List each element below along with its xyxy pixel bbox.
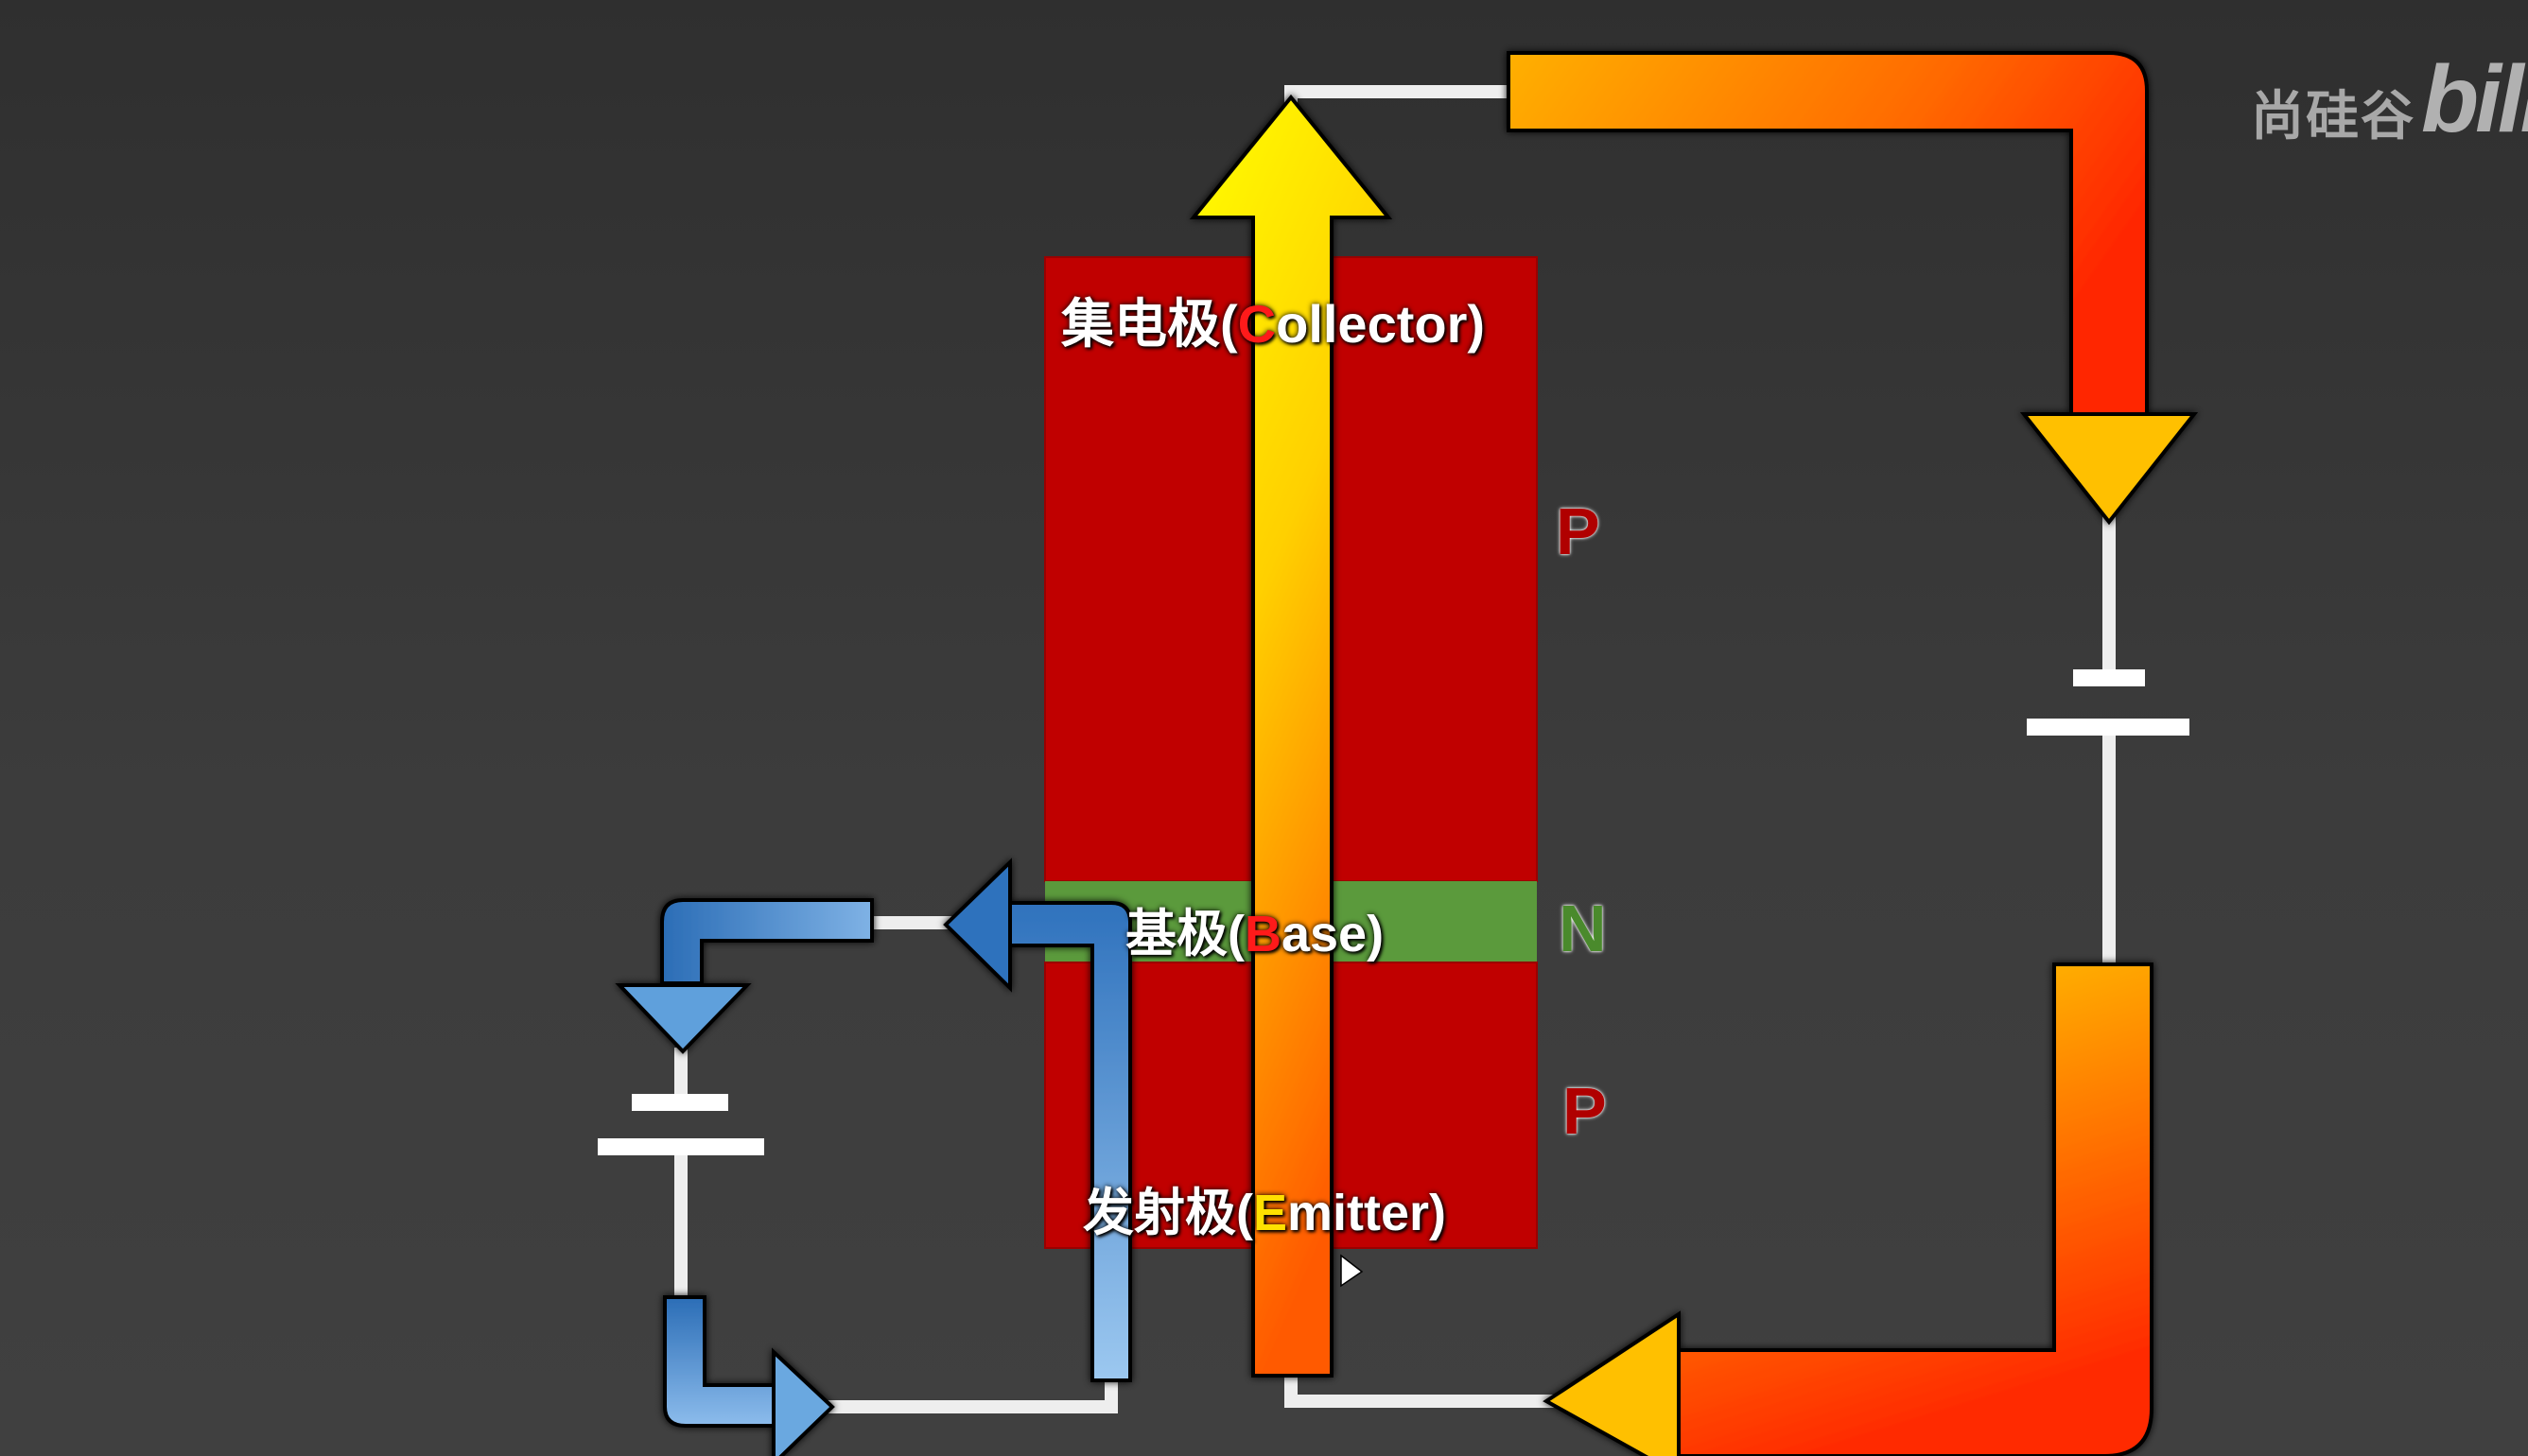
main-current-arrow: [1189, 94, 1393, 1378]
battery-left-long-plate: [598, 1138, 764, 1155]
emitter-label: 发射极(Emitter): [1083, 1170, 1446, 1245]
collector-current-loop: [1189, 51, 2199, 1456]
wire-emitter-left-bottom: [816, 1374, 1118, 1413]
collector-label: 集电极(Collector): [1061, 282, 1485, 358]
region-top-p: P: [1556, 494, 1600, 568]
battery-left: [598, 1094, 764, 1155]
collector-label-rest: ollector): [1276, 294, 1486, 354]
battery-right-short-plate: [2073, 669, 2145, 686]
collector-label-prefix: 集电极(: [1061, 294, 1238, 354]
watermark-text: 尚硅谷: [2251, 86, 2415, 146]
region-middle-n: N: [1559, 892, 1607, 965]
region-bottom-p: P: [1562, 1074, 1607, 1148]
wire-collector-top: [1284, 85, 1515, 148]
emitter-label-prefix: 发射极(: [1083, 1185, 1253, 1241]
base-label-rest: ase): [1281, 906, 1385, 962]
wires: [674, 85, 2116, 1413]
blue-left-arrowhead: [943, 858, 1012, 993]
base-label-letter: B: [1244, 906, 1281, 962]
base-current-loop: [615, 858, 1132, 1456]
battery-right-long-plate: [2027, 719, 2189, 736]
emitter-label-letter: E: [1252, 1185, 1288, 1241]
base-label: 基极(Base): [1125, 892, 1384, 966]
blue-down-arrowhead: [615, 983, 752, 1054]
orange-left-arrowhead: [1543, 1310, 1681, 1456]
watermark-logo: bili: [2421, 46, 2528, 152]
battery-left-short-plate: [632, 1094, 728, 1111]
collector-label-letter: C: [1237, 294, 1277, 354]
mouse-cursor-icon: [1340, 1254, 1364, 1288]
blue-bottom-left-band: [663, 1295, 777, 1428]
orange-bottom-band: [1672, 962, 2153, 1456]
orange-down-arrowhead: [2019, 412, 2199, 526]
blue-top-left-band: [660, 898, 874, 985]
base-label-prefix: 基极(: [1125, 906, 1245, 962]
battery-right: [2027, 669, 2189, 736]
blue-right-arrowhead: [772, 1347, 835, 1456]
emitter-label-rest: mitter): [1287, 1185, 1447, 1241]
wire-emitter-bottom: [1284, 1374, 1567, 1408]
orange-top-band: [1507, 51, 2149, 418]
